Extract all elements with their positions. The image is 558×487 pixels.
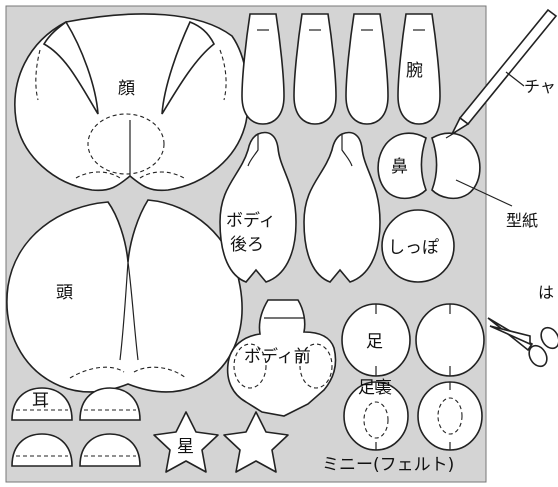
face-piece: 顔 (14, 13, 250, 192)
scissors-icon (487, 317, 558, 368)
head-piece: 頭 (6, 199, 243, 393)
chalk-pen-callout: チャ (524, 77, 556, 96)
board-caption: ミニー(フェルト) (322, 455, 454, 475)
star-label: 星 (177, 437, 194, 457)
ear-pieces: 耳 (11, 387, 141, 467)
sole-pieces: 足裏 (343, 377, 483, 451)
body-back-label-1: ボディ (226, 210, 276, 231)
nose-piece: 鼻 (377, 132, 481, 200)
pattern-paper-callout: 型紙 (506, 211, 538, 230)
arm-label: 腕 (406, 61, 423, 81)
nose-label: 鼻 (391, 157, 408, 177)
body-front-label: ボディ前 (244, 346, 311, 367)
tail-label: しっぽ (388, 238, 439, 258)
face-label: 顔 (118, 79, 135, 99)
body-back-label-2: 後ろ (230, 235, 264, 255)
arm-pieces: 腕 (241, 13, 441, 125)
chalk-pen-icon (445, 8, 558, 139)
foot-pieces: 足 (341, 303, 485, 377)
foot-label: 足 (366, 332, 383, 352)
ear-label: 耳 (32, 391, 49, 411)
body-front-piece: ボディ前 (226, 299, 337, 417)
body-back-pieces: ボディ 後ろ (219, 131, 381, 283)
star-pieces: 星 (153, 411, 289, 473)
scissors-callout: は (538, 283, 554, 302)
head-label: 頭 (56, 283, 73, 303)
sole-label: 足裏 (358, 377, 392, 398)
tail-piece: しっぽ (381, 209, 455, 283)
